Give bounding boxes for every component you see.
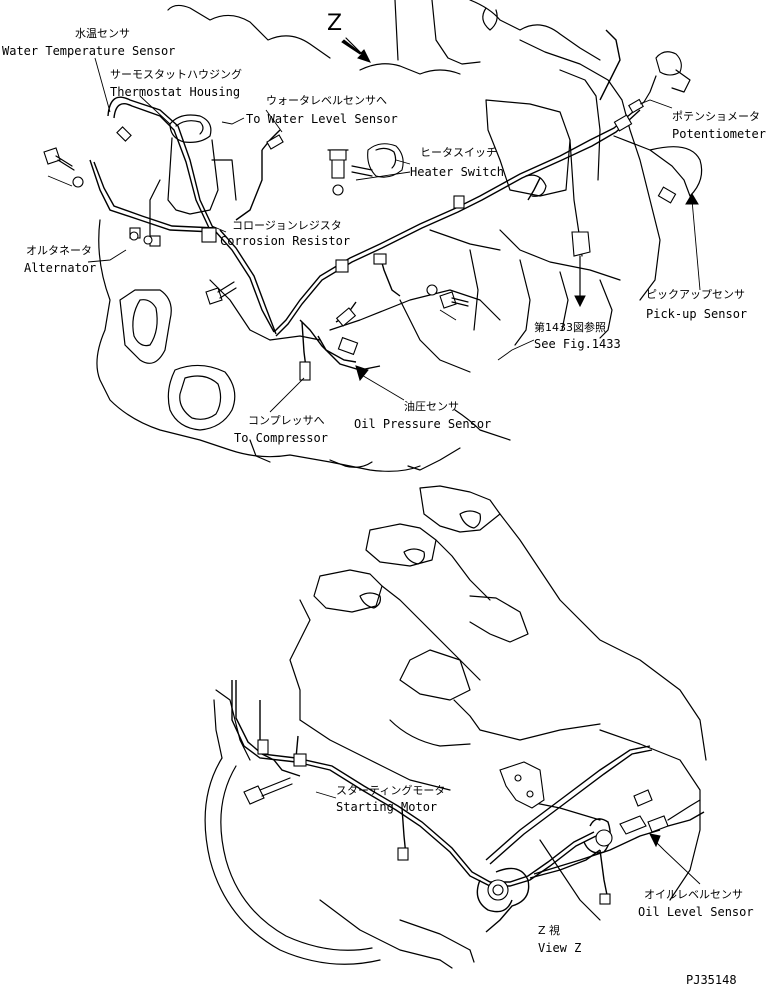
label-alternator-en: Alternator <box>24 261 96 275</box>
figure-code: PJ35148 <box>686 973 737 987</box>
view-z-marker: Z <box>327 11 342 36</box>
label-heater-switch-jp: ヒータスイッチ <box>420 146 497 159</box>
label-oil-pressure-jp: 油圧センサ <box>404 399 459 413</box>
top-leader-lines <box>47 57 701 413</box>
label-water-temp-jp: 水温センサ <box>75 27 130 40</box>
label-potentiometer-jp: ポテンショメータ <box>672 110 760 123</box>
label-corrosion-en: Corrosion Resistor <box>220 234 350 248</box>
starting-motor-bracket <box>499 761 545 809</box>
label-oil-level-en: Oil Level Sensor <box>638 905 754 919</box>
label-starting-motor-jp: スターティングモータ <box>336 783 445 797</box>
engine-block-outline <box>96 0 661 472</box>
oil-level-sensor <box>619 789 701 835</box>
label-corrosion-jp: コロージョンレジスタ <box>232 219 342 232</box>
pickup-sensor <box>613 135 703 204</box>
bottom-bolt <box>243 777 293 805</box>
bottom-leader-lines <box>315 791 701 885</box>
top-engine-view: Z <box>2 0 766 472</box>
label-see-fig-jp: 第1433図参照 <box>534 320 606 334</box>
label-view-z-jp: Z 視 <box>538 923 560 937</box>
label-heater-switch-en: Heater Switch <box>410 165 504 179</box>
bottom-connectors <box>257 739 613 905</box>
bottom-labels: スターティングモータ Starting Motor オイルレベルセンサ Oil … <box>336 783 754 955</box>
label-starting-motor-en: Starting Motor <box>336 800 437 814</box>
top-connectors <box>72 98 644 381</box>
pickup-connector <box>569 139 591 308</box>
label-thermostat-en: Thermostat Housing <box>110 85 240 99</box>
label-oil-pressure-en: Oil Pressure Sensor <box>354 417 491 431</box>
label-pickup-en: Pick-up Sensor <box>646 307 747 321</box>
potentiometer <box>635 51 691 109</box>
label-water-level-en: To Water Level Sensor <box>246 112 398 126</box>
view-z-arrow-icon <box>341 37 371 63</box>
top-bolts <box>43 147 469 309</box>
label-oil-level-jp: オイルレベルセンサ <box>644 888 743 901</box>
flywheel-housing <box>204 699 381 965</box>
top-wire-harness <box>89 29 641 371</box>
label-compressor-en: To Compressor <box>234 431 328 445</box>
label-thermostat-jp: サーモスタットハウジング <box>110 67 242 81</box>
top-labels: 水温センサ Water Temperature Sensor サーモスタットハウ… <box>2 27 766 445</box>
label-see-fig-en: See Fig.1433 <box>534 337 621 351</box>
bottom-engine-outline <box>215 485 707 969</box>
thermostat-housing <box>149 114 237 241</box>
label-compressor-jp: コンプレッサへ <box>248 414 325 427</box>
label-view-z-en: View Z <box>538 941 581 955</box>
heater-switch <box>327 143 404 179</box>
label-potentiometer-en: Potentiometer <box>672 127 766 141</box>
bottom-engine-view: スターティングモータ Starting Motor オイルレベルセンサ Oil … <box>204 485 754 969</box>
bottom-wire-harness <box>231 680 705 933</box>
label-pickup-jp: ピックアップセンサ <box>646 288 745 301</box>
label-alternator-jp: オルタネータ <box>26 244 92 257</box>
label-water-level-jp: ウォータレベルセンサへ <box>266 94 387 107</box>
label-water-temp-en: Water Temperature Sensor <box>2 44 175 58</box>
